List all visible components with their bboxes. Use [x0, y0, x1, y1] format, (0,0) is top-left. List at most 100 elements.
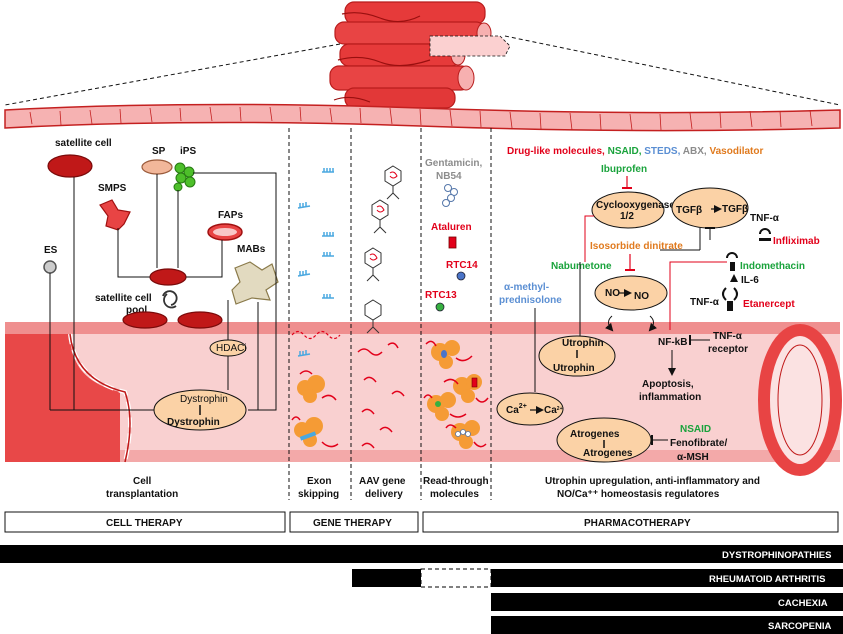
receptor-icon-etanercept — [722, 287, 738, 311]
no-big: NO — [634, 291, 649, 302]
rtc14-icon — [456, 271, 466, 281]
ribosome-icon — [297, 375, 325, 403]
ataluren-label: Ataluren — [431, 222, 472, 233]
caption-aav-1: AAV gene — [359, 476, 406, 487]
faps-label: FAPs — [218, 210, 243, 221]
tnfa-label-1: TNF-α — [750, 213, 780, 224]
caption-utrophin-1: Utrophin upregulation, anti-inflammatory… — [545, 476, 760, 487]
receptor-icon-indomethacin — [726, 252, 738, 271]
nb54-label: NB54 — [436, 171, 462, 182]
mabs-label: MABs — [237, 244, 266, 255]
receptor-icon-infliximab — [759, 228, 771, 241]
rtc14-label: RTC14 — [446, 260, 478, 271]
isosorbide-label: Isosorbide dinitrate — [590, 241, 683, 252]
il6-label: IL-6 — [741, 275, 759, 286]
column-separators — [288, 128, 492, 500]
gentamicin-label: Gentamicin, — [425, 158, 482, 169]
nsaid-label: NSAID — [680, 424, 711, 435]
bar-rheumatoid: RHEUMATOID ARTHRITIS — [709, 574, 825, 585]
pool-label-2: pool — [126, 305, 147, 316]
legend-nsaid: NSAID, — [605, 146, 642, 157]
atrogenes-big: Atrogenes — [570, 429, 620, 440]
nabumetone-label: Nabumetone — [551, 261, 612, 272]
aav-column — [357, 165, 405, 449]
section-boxes: CELL THERAPY GENE THERAPY PHARMACOTHERAP… — [4, 511, 839, 533]
rtc13-label: RTC13 — [425, 290, 457, 301]
caption-readthrough-1: Read-through — [423, 476, 489, 487]
utrophin-big: Utrophin — [553, 363, 595, 374]
smps-label: SMPS — [98, 183, 127, 194]
bar-sarcopenia: SARCOPENIA — [768, 621, 831, 632]
muscle-fiber-bundle-icon — [329, 1, 511, 109]
zoom-lines — [4, 35, 841, 106]
tgfb-big: TGFβ — [676, 205, 702, 216]
exon-skipping-mrna — [291, 330, 341, 448]
caption-readthrough-2: molecules — [430, 489, 479, 500]
column-captions: Cell transplantation Exon skipping AAV g… — [106, 476, 760, 500]
phage-virus-icon — [384, 165, 402, 200]
readthrough-column: Gentamicin, NB54 Ataluren RTC14 RTC13 — [423, 158, 489, 449]
ataluren-icon — [448, 236, 457, 249]
cox-label-1: Cyclooxygenases — [596, 200, 681, 211]
bar-cachexia: CACHEXIA — [778, 598, 828, 609]
apoptosis-label-1: Apoptosis, — [642, 379, 694, 390]
tnfa-receptor-label-1: TNF-α — [713, 331, 743, 342]
section-cell-therapy: CELL THERAPY — [106, 518, 183, 529]
infliximab-label: Infliximab — [773, 236, 820, 247]
sp-label: SP — [152, 146, 166, 157]
es-cell-icon — [43, 260, 57, 274]
pharmacotherapy-column: Drug-like molecules, NSAID, STEDS, ABX, … — [496, 146, 820, 463]
tgfb-small: TGFβ — [722, 204, 748, 215]
tnfa-label-2: TNF-α — [690, 297, 720, 308]
caption-exon-2: skipping — [298, 489, 339, 500]
legend-abx: ABX, — [680, 146, 707, 157]
legend-steds: STEDS, — [641, 146, 680, 157]
muscle-cell-region — [5, 322, 842, 476]
exon-skipping-column — [297, 168, 334, 357]
ca-big: Ca2+ — [506, 403, 527, 416]
oligo-strand-icon — [322, 168, 334, 173]
legend-vasodilator: Vasodilator — [707, 146, 764, 157]
rtc13-icon — [435, 302, 445, 312]
alpha-methyl-label-1: α-methyl- — [504, 282, 549, 293]
satellite-cell-icon — [47, 154, 93, 178]
apoptosis-label-2: inflammation — [639, 392, 701, 403]
caption-exon-1: Exon — [307, 476, 331, 487]
amsh-label: α-MSH — [677, 452, 709, 463]
no-small: NO — [605, 288, 620, 299]
bar-dystrophinopathies: DYSTROPHINOPATHIES — [722, 550, 831, 561]
hdaci-label: HDACi — [216, 343, 247, 354]
gentamicin-icon — [442, 184, 458, 207]
cell-therapy-column: satellite cell SP iPS SMPS FAPs MABs ES … — [43, 138, 279, 431]
hdaci-oval — [209, 339, 247, 357]
caption-cell-1: Cell — [133, 476, 152, 487]
ips-label: iPS — [180, 146, 196, 157]
ibuprofen-label: Ibuprofen — [601, 164, 647, 175]
caption-cell-2: transplantation — [106, 489, 178, 500]
caption-utrophin-2: NO/Ca⁺⁺ homeostasis regulatores — [557, 489, 720, 500]
etanercept-label: Etanercept — [743, 299, 795, 310]
drug-class-legend: Drug-like molecules, NSAID, STEDS, ABX, … — [507, 146, 763, 157]
indomethacin-label: Indomethacin — [740, 261, 805, 272]
dystrophin-small: Dystrophin — [180, 394, 228, 405]
cox-label-2: 1/2 — [620, 211, 634, 222]
sp-cell-icon — [141, 159, 173, 175]
section-gene-therapy: GENE THERAPY — [313, 518, 392, 529]
ca-small: Ca2+ — [544, 405, 563, 416]
es-label: ES — [44, 245, 58, 256]
ips-cell-icon — [173, 162, 196, 192]
alpha-methyl-label-2: prednisolone — [499, 295, 562, 306]
cyclooxygenases-oval — [591, 191, 665, 229]
pool-label-1: satellite cell — [95, 293, 152, 304]
satellite-cell-label: satellite cell — [55, 138, 112, 149]
smps-cell-icon — [99, 199, 131, 231]
disease-bars: DYSTROPHINOPATHIES RHEUMATOID ARTHRITIS … — [0, 545, 843, 634]
tnfa-receptor-label-2: receptor — [708, 344, 748, 355]
atrogenes-small: Atrogenes — [583, 448, 633, 459]
section-pharmacotherapy: PHARMACOTHERAPY — [584, 518, 691, 529]
fenofibrate-label: Fenofibrate/ — [670, 438, 727, 449]
pool-cell-top — [149, 268, 187, 286]
calcium-oval — [496, 392, 564, 426]
dystrophin-big: Dystrophin — [167, 417, 220, 428]
